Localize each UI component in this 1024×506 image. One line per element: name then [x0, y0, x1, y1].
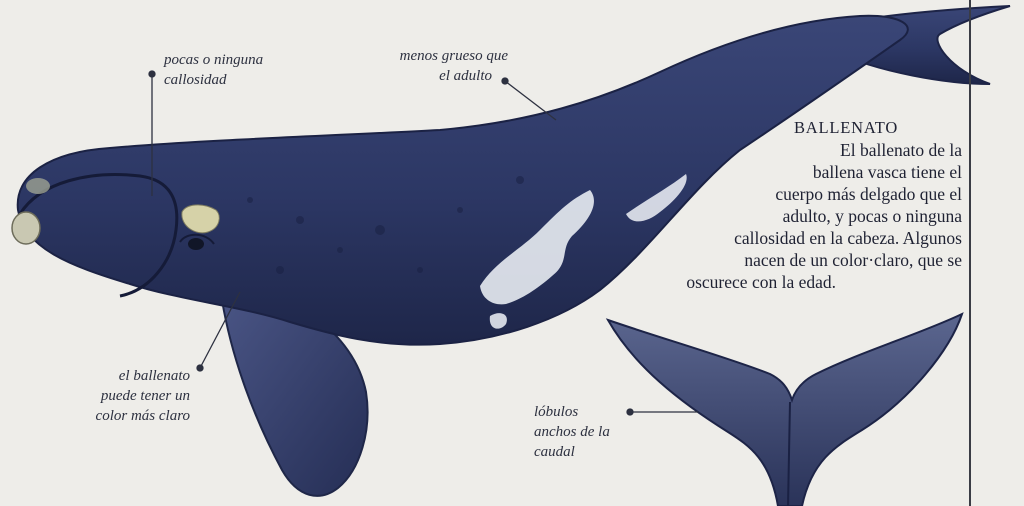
description-line: cuerpo más delgado que el	[600, 183, 962, 205]
callosity-label: pocas o ninguna callosidad	[164, 50, 263, 90]
calf-description: BALLENATO El ballenato de la ballena vas…	[600, 117, 962, 293]
description-line: nacen de un color·claro, que se	[600, 249, 962, 271]
description-line: oscurece con la edad.	[600, 271, 962, 293]
description-line: adulto, y pocas o ninguna	[600, 205, 962, 227]
lighter-color-label: el ballenato puede tener un color más cl…	[78, 366, 190, 426]
broad-fluke-lobes-label: lóbulos anchos de la caudal	[534, 402, 610, 462]
section-title: BALLENATO	[600, 117, 962, 139]
description-line: ballena vasca tiene el	[600, 161, 962, 183]
description-line: El ballenato de la	[600, 139, 962, 161]
thinner-than-adult-label: menos grueso que el adulto	[380, 46, 508, 86]
description-line: callosidad en la cabeza. Algunos	[600, 227, 962, 249]
